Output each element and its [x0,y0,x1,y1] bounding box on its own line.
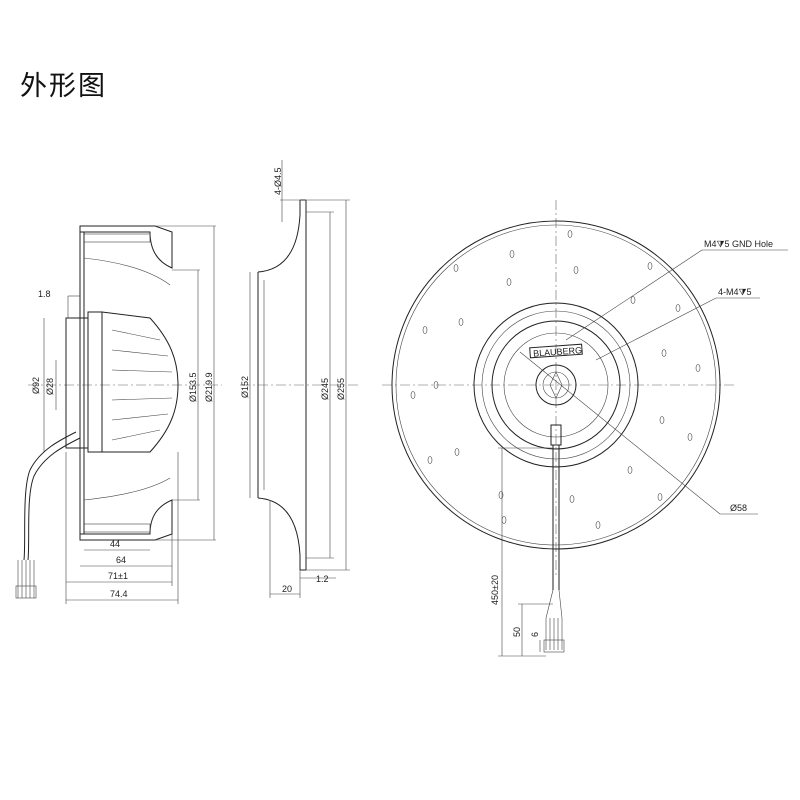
slot [569,495,575,503]
side-motor-flange [87,311,103,453]
dim-153-5: Ø153.5 [188,372,198,402]
section-top-curve [257,200,301,273]
side-cable-leads [17,560,35,598]
side-blade-bottom [83,477,171,501]
slot [659,416,665,424]
dim-28: Ø28 [45,378,55,395]
leader-58 [519,351,721,515]
dim-450: 450±20 [490,575,500,605]
side-motor-base [65,317,89,449]
slot [627,466,633,474]
slot [433,381,439,389]
side-bottom-shroud [79,499,173,541]
slot [458,318,464,326]
slot [595,521,601,529]
label-gnd-hole: M4⧩5 GND Hole [704,239,773,249]
dim-255: Ø255 [336,378,346,400]
hub-ring-4 [503,332,609,438]
drawing-title: 外形图 [20,71,107,102]
slot [657,493,663,501]
slot [661,349,667,357]
dim-50: 50 [512,627,522,637]
hub-shaft-ring [535,364,577,406]
slot [567,230,573,238]
brand-label-box [529,343,583,359]
hub-ring-outer [473,302,639,468]
side-blade-top [83,257,171,286]
slot [422,326,428,334]
outer-disc-inner [395,224,717,546]
dim-92: Ø92 [31,377,41,394]
side-top-band [83,233,151,243]
section-bottom-curve [257,497,301,570]
brand-label: BLAUBERG [533,345,583,358]
slot [509,250,515,258]
section-view: 4-Ø4.5 Ø152 Ø245 Ø255 1.2 20 [240,160,360,598]
slot [506,278,512,286]
leader-gnd [565,249,703,341]
slot [573,266,579,274]
leader-m4 [595,297,717,361]
dim-219-9: Ø219.9 [204,372,214,402]
cable-connector [543,639,565,653]
side-cable-2 [27,437,81,561]
slot [675,304,681,312]
side-motor-ribs [111,329,173,441]
dim-71: 71±1 [108,571,128,581]
dim-20: 20 [282,584,292,594]
dim-245: Ø245 [320,378,330,400]
hub-ring-2 [481,310,631,460]
slot [687,433,693,441]
dim-74-4: 74.4 [110,589,128,599]
slot [453,264,459,272]
slot [630,296,636,304]
dim-64: 64 [116,555,126,565]
side-bottom-band [83,523,151,533]
side-view: 1.8 Ø92 Ø28 Ø153.5 Ø219.9 44 64 71±1 74.… [15,225,222,604]
slot [501,516,507,524]
side-cable-connector [15,585,37,599]
hub-ring-3 [491,320,621,450]
front-view: BLAUBERG [382,200,788,657]
dim-6: 6 [530,632,540,637]
outer-disc [391,220,721,550]
slot [647,262,653,270]
blade-slots [410,230,701,529]
hub-shaft-star [549,371,563,399]
side-cable [23,431,77,561]
dim-1-8: 1.8 [38,289,51,299]
label-m4: 4-M4⧩5 [718,287,752,297]
side-motor-rotor [101,311,179,453]
slot [454,448,460,456]
label-58: Ø58 [730,503,747,513]
slot [695,364,701,372]
cable-gland [550,424,562,446]
slot [410,391,416,399]
dim-holes: 4-Ø4.5 [273,167,283,195]
dim-44: 44 [110,539,120,549]
side-top-shroud [79,225,173,269]
dim-152: Ø152 [240,376,250,398]
cable-leads [545,618,563,650]
slot [498,491,504,499]
slot [427,456,433,464]
dim-1-2: 1.2 [316,574,329,584]
